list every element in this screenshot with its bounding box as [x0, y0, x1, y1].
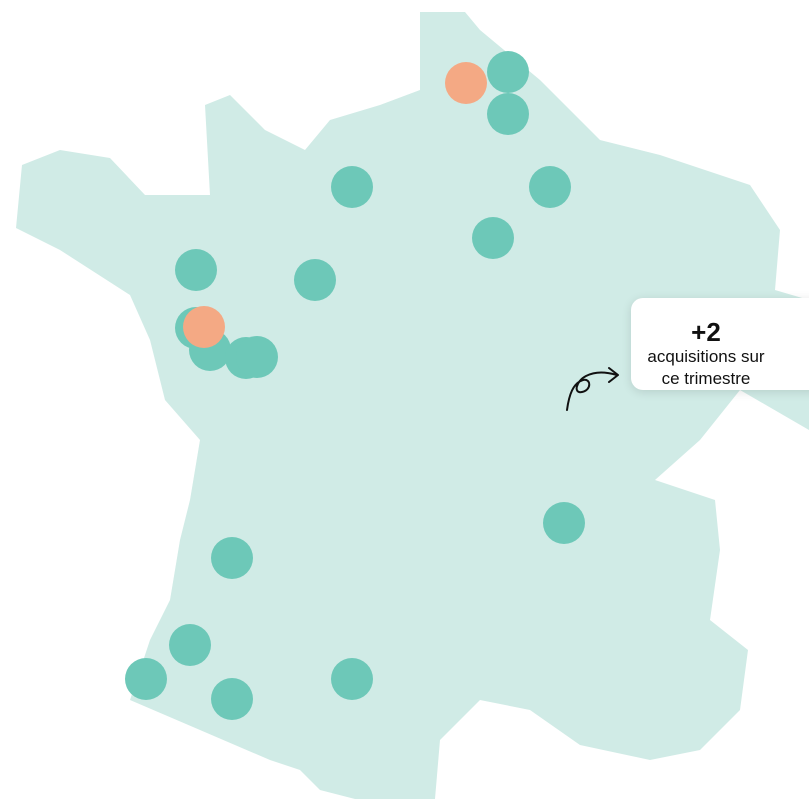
site-marker	[294, 259, 336, 301]
site-marker	[125, 658, 167, 700]
site-marker	[472, 217, 514, 259]
site-marker	[331, 166, 373, 208]
curly-arrow-icon	[566, 371, 618, 411]
acquisitions-callout-card: +2 acquisitions sur ce trimestre	[631, 298, 809, 390]
site-marker	[543, 502, 585, 544]
site-marker	[175, 249, 217, 291]
france-outline	[16, 12, 809, 799]
site-marker	[487, 93, 529, 135]
site-marker	[211, 537, 253, 579]
new-acquisition-marker	[183, 306, 225, 348]
new-acquisition-marker	[445, 62, 487, 104]
acquisitions-count: +2	[691, 317, 721, 347]
curly-arrow-head	[608, 367, 619, 383]
site-marker	[331, 658, 373, 700]
acquisitions-label-line1: acquisitions sur	[647, 347, 765, 366]
site-marker	[211, 678, 253, 720]
site-marker	[169, 624, 211, 666]
acquisitions-label-line2: ce trimestre	[661, 369, 751, 388]
site-marker	[529, 166, 571, 208]
site-marker	[487, 51, 529, 93]
site-marker	[236, 336, 278, 378]
